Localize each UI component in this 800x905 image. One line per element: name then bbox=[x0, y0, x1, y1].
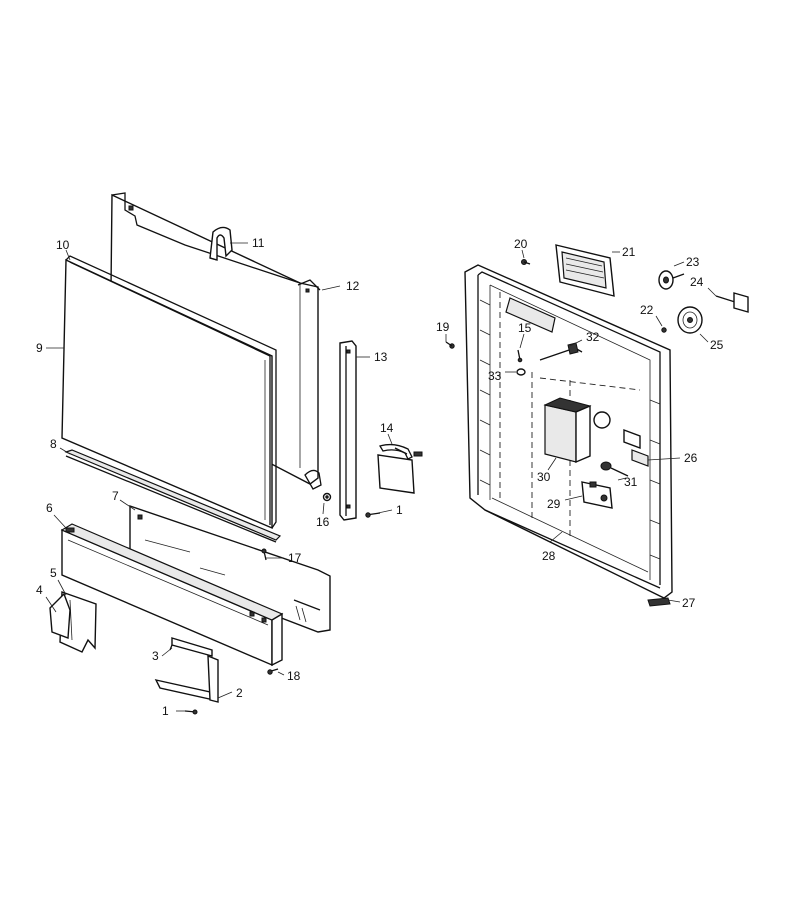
part-24-shaft bbox=[715, 292, 749, 313]
callout-14: 14 bbox=[380, 421, 394, 435]
part-26-connector bbox=[631, 449, 649, 467]
part-22-screw bbox=[661, 327, 667, 333]
part-13-side-strip bbox=[339, 340, 357, 521]
callout-15: 15 bbox=[518, 321, 532, 335]
part-17-screw bbox=[261, 548, 267, 561]
callout-3: 3 bbox=[152, 649, 159, 663]
part-25-knob bbox=[677, 306, 703, 334]
callout-20: 20 bbox=[514, 237, 528, 251]
callout-8: 8 bbox=[50, 437, 57, 451]
callout-4: 4 bbox=[36, 583, 43, 597]
callout-12: 12 bbox=[346, 279, 360, 293]
part-3-bracket bbox=[169, 637, 213, 657]
callout-28: 28 bbox=[542, 549, 556, 563]
inner-components bbox=[593, 411, 641, 450]
part-31-switch bbox=[600, 461, 629, 477]
part-20-screw bbox=[521, 259, 531, 265]
callout-5: 5 bbox=[50, 566, 57, 580]
callout-31: 31 bbox=[624, 475, 638, 489]
part-30-control-module bbox=[543, 397, 592, 464]
callout-26: 26 bbox=[684, 451, 698, 465]
callout-25: 25 bbox=[710, 338, 724, 352]
callout-labels: 1 1 2 3 4 5 6 7 8 9 10 11 12 13 14 15 16… bbox=[36, 236, 724, 718]
callout-30: 30 bbox=[537, 470, 551, 484]
callout-10: 10 bbox=[56, 238, 70, 252]
part-16-screw bbox=[322, 492, 332, 502]
part-4-overlay-sheet bbox=[49, 592, 71, 639]
part-2-bracket bbox=[154, 654, 219, 703]
part-14-bracket bbox=[377, 443, 423, 494]
callout-18: 18 bbox=[287, 669, 301, 683]
callout-6: 6 bbox=[46, 501, 53, 515]
part-1-screw-upper bbox=[365, 512, 381, 518]
part-29-latch-assembly bbox=[581, 481, 613, 509]
callout-1-upper: 1 bbox=[396, 503, 403, 517]
callout-29: 29 bbox=[547, 497, 561, 511]
part-11-hinge-clip bbox=[209, 226, 233, 261]
callout-33: 33 bbox=[488, 369, 502, 383]
callout-2: 2 bbox=[236, 686, 243, 700]
callout-27: 27 bbox=[682, 596, 696, 610]
part-15-pin bbox=[517, 349, 523, 363]
leader-lines bbox=[45, 242, 717, 712]
callout-11: 11 bbox=[252, 236, 265, 250]
part-9-outer-door-panel bbox=[61, 255, 277, 530]
part-19-screw bbox=[445, 341, 455, 349]
callout-17: 17 bbox=[288, 551, 302, 565]
callout-9: 9 bbox=[36, 341, 43, 355]
callout-7: 7 bbox=[112, 489, 119, 503]
callout-1-lower: 1 bbox=[162, 704, 169, 718]
part-33-spring bbox=[516, 368, 526, 376]
callout-16: 16 bbox=[316, 515, 330, 529]
part-21-vent-grille bbox=[555, 244, 615, 297]
callout-23: 23 bbox=[686, 255, 700, 269]
part-23-knob-base bbox=[658, 270, 685, 290]
part-18-screw bbox=[267, 668, 279, 675]
part-8-trim-strip bbox=[64, 449, 282, 543]
callout-19: 19 bbox=[436, 320, 450, 334]
part-27-latch-strip bbox=[647, 597, 671, 607]
part-1-screw-lower bbox=[184, 709, 198, 715]
callout-22: 22 bbox=[640, 303, 654, 317]
callout-13: 13 bbox=[374, 350, 388, 364]
callout-21: 21 bbox=[622, 245, 636, 259]
callout-24: 24 bbox=[690, 275, 704, 289]
callout-32: 32 bbox=[586, 330, 600, 344]
part-6-console-panel bbox=[60, 523, 321, 667]
